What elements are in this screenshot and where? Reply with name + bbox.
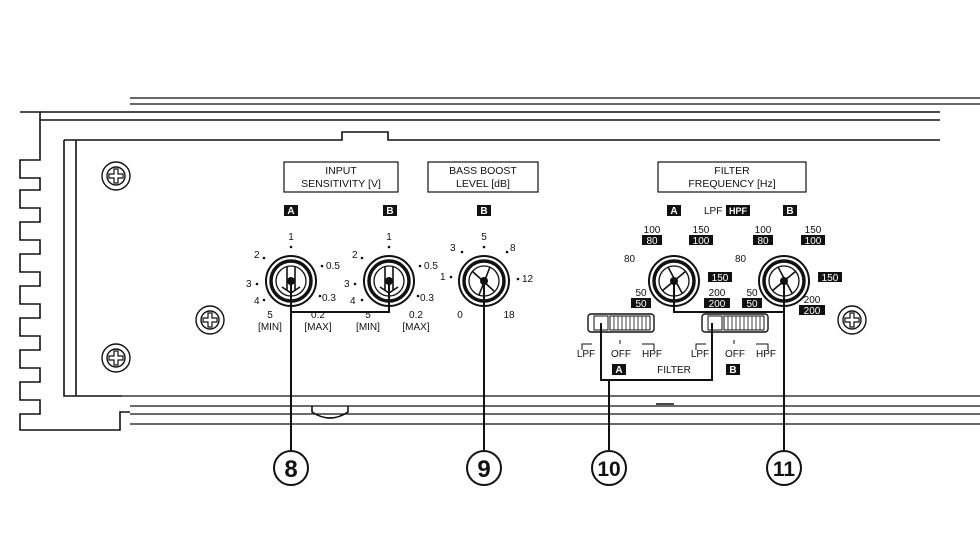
ffa-100-hpf: 100 [693,236,710,247]
scale-a-1: 1 [288,232,294,243]
bass-scale-18: 18 [503,310,515,321]
bass-boost-title-line2: LEVEL [dB] [456,178,510,190]
scale-a-min: [MIN] [258,322,282,333]
callout-11: 11 [766,450,802,486]
bass-scale-0: 0 [457,310,463,321]
ffb-50: 50 [746,288,758,299]
ffb-150: 150 [805,225,822,236]
ffa-80: 80 [624,254,636,265]
bass-scale-5: 5 [481,232,487,243]
input-sensitivity-a-scale: 1 2 3 4 0.5 0.3 5 [MIN] 0.2 [MAX] [246,232,340,333]
callout-9: 9 [466,450,502,486]
ffb-80: 80 [735,254,747,265]
input-sensitivity-title-line1: INPUT [325,165,357,177]
ffa-150-hpf: 150 [712,273,729,284]
input-sensitivity-title-line2: SENSITIVITY [V] [301,178,381,190]
input-sensitivity-b-scale: 1 2 3 4 0.5 0.3 5 [MIN] 0.2 [MAX] [344,232,438,333]
scale-a-4: 4 [254,296,260,307]
filter-frequency-b-scale: 100 80 150 100 80 150 50 50 200 200 [735,225,842,317]
scale-a-02: 0.2 [311,310,325,321]
ffa-200-hpf: 200 [709,299,726,310]
bass-scale-3: 3 [450,243,456,254]
ffb-80-hpf: 80 [757,236,769,247]
ffb-100-hpf: 100 [805,236,822,247]
scale-b-2: 2 [352,250,358,261]
callout-10: 10 [591,450,627,486]
filter-frequency-a-scale: 100 80 150 100 80 150 50 50 200 200 [624,225,732,310]
scale-a-3: 3 [246,279,252,290]
filter-switch-badge-a: A [615,365,622,376]
ffa-50: 50 [635,288,647,299]
scale-b-1: 1 [386,232,392,243]
scale-a-5: 5 [267,310,273,321]
scale-b-05: 0.5 [424,261,438,272]
bass-boost-badge-b: B [480,206,487,217]
bass-boost-title-line1: BASS BOOST [449,165,517,177]
bass-scale-1: 1 [440,272,446,283]
filter-switch-a[interactable] [587,313,655,333]
filter-mode-lpf-label: LPF [704,206,722,217]
ffb-200: 200 [804,295,821,306]
bass-scale-8: 8 [510,243,516,254]
filter-frequency-section: FILTER FREQUENCY [Hz] A LPF HPF B 100 80… [624,161,842,317]
callout-11-label: 11 [773,458,796,481]
screw-mid-right-icon [837,305,867,335]
bass-scale-12: 12 [522,274,534,285]
input-sensitivity-badge-a: A [287,206,294,217]
input-sensitivity-section: INPUT SENSITIVITY [V] A B 1 2 3 4 0.5 0.… [246,161,438,333]
ffa-80-hpf: 80 [646,236,658,247]
scale-b-4: 4 [350,296,356,307]
input-sensitivity-badge-b: B [386,206,393,217]
switch-b-hpf-label: HPF [756,349,776,360]
filter-frequency-badge-b: B [786,206,793,217]
callout-8: 8 [273,450,309,486]
filter-frequency-title-line1: FILTER [714,165,750,177]
callout-10-label: 10 [597,458,620,481]
bass-boost-scale: 5 3 1 8 12 0 18 [440,232,534,321]
scale-a-03: 0.3 [322,293,336,304]
screw-mid-left-icon [195,305,225,335]
ffb-200-hpf: 200 [804,306,821,317]
scale-b-min: [MIN] [356,322,380,333]
scale-b-max: [MAX] [402,322,429,333]
scale-a-2: 2 [254,250,260,261]
callout-9-label: 9 [477,456,490,483]
ffa-50-hpf: 50 [635,299,647,310]
ffb-150-hpf: 150 [822,273,839,284]
scale-b-5: 5 [365,310,371,321]
screw-bottom-left-icon [101,343,131,373]
filter-frequency-title-line2: FREQUENCY [Hz] [688,178,775,190]
bass-boost-section: BASS BOOST LEVEL [dB] B 5 3 1 8 12 0 18 [427,161,539,321]
callout-8-label: 8 [284,456,297,483]
scale-b-03: 0.3 [420,293,434,304]
scale-b-02: 0.2 [409,310,423,321]
filter-mode-hpf-label: HPF [729,206,748,216]
scale-a-max: [MAX] [304,322,331,333]
filter-switch-section: LPF OFF HPF LPF OFF HPF A FILTER B [577,313,776,376]
ffa-200: 200 [709,288,726,299]
ffa-100: 100 [644,225,661,236]
callout-leader-lines [290,281,785,450]
switch-b-lpf-label: LPF [691,349,709,360]
switch-a-off-label: OFF [611,349,631,360]
filter-switch-badge-b: B [729,365,736,376]
switch-a-lpf-label: LPF [577,349,595,360]
scale-a-05: 0.5 [326,261,340,272]
filter-frequency-badge-a: A [670,206,677,217]
filter-switch-title: FILTER [657,365,691,376]
ffb-100: 100 [755,225,772,236]
screw-top-left-icon [101,161,131,191]
chassis-outline [19,97,980,431]
scale-b-3: 3 [344,279,350,290]
switch-b-off-label: OFF [725,349,745,360]
ffa-150: 150 [693,225,710,236]
switch-a-hpf-label: HPF [642,349,662,360]
ffb-50-hpf: 50 [746,299,758,310]
